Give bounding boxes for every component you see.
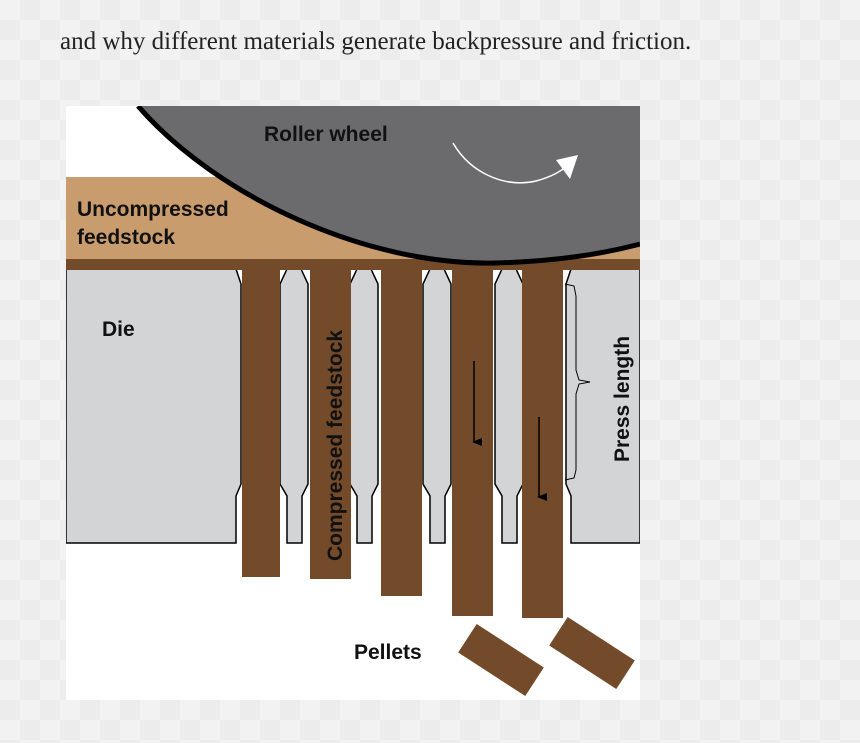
- die-body: [565, 268, 640, 544]
- die-finger: [349, 268, 379, 544]
- pellet-mill-diagram: Roller wheel Uncompressed feedstock Die …: [66, 106, 640, 700]
- caption-text: and why different materials generate bac…: [60, 28, 692, 55]
- die-label: Die: [102, 318, 135, 341]
- pellet-column: [310, 266, 351, 579]
- uncompressed-label: feedstock: [77, 226, 175, 249]
- compressed-feedstock-label: Compressed feedstock: [324, 330, 347, 561]
- roller-wheel: [138, 106, 640, 264]
- uncompressed-label: Uncompressed: [77, 198, 229, 221]
- broken-pellet: [458, 623, 544, 697]
- roller-wheel-label: Roller wheel: [264, 123, 388, 146]
- pellet-column: [242, 266, 280, 577]
- die-finger: [279, 268, 309, 544]
- diagram-svg: Roller wheel Uncompressed feedstock Die …: [66, 106, 640, 697]
- rotation-arrowhead-icon: [556, 155, 578, 179]
- press-length-label: Press length: [611, 336, 634, 462]
- die-finger: [422, 268, 452, 544]
- broken-pellet: [549, 616, 635, 690]
- pellet-column: [381, 266, 422, 596]
- die-body: [66, 268, 242, 544]
- pellets-label: Pellets: [354, 641, 422, 664]
- die-finger: [494, 268, 524, 544]
- pellet-column: [452, 266, 493, 616]
- press-length-bracket: [564, 283, 591, 481]
- roller-wheel-outline: [136, 106, 640, 266]
- compressed-layer: [66, 259, 640, 270]
- pellet-column: [522, 266, 563, 618]
- rotation-arrow-icon: [452, 142, 570, 184]
